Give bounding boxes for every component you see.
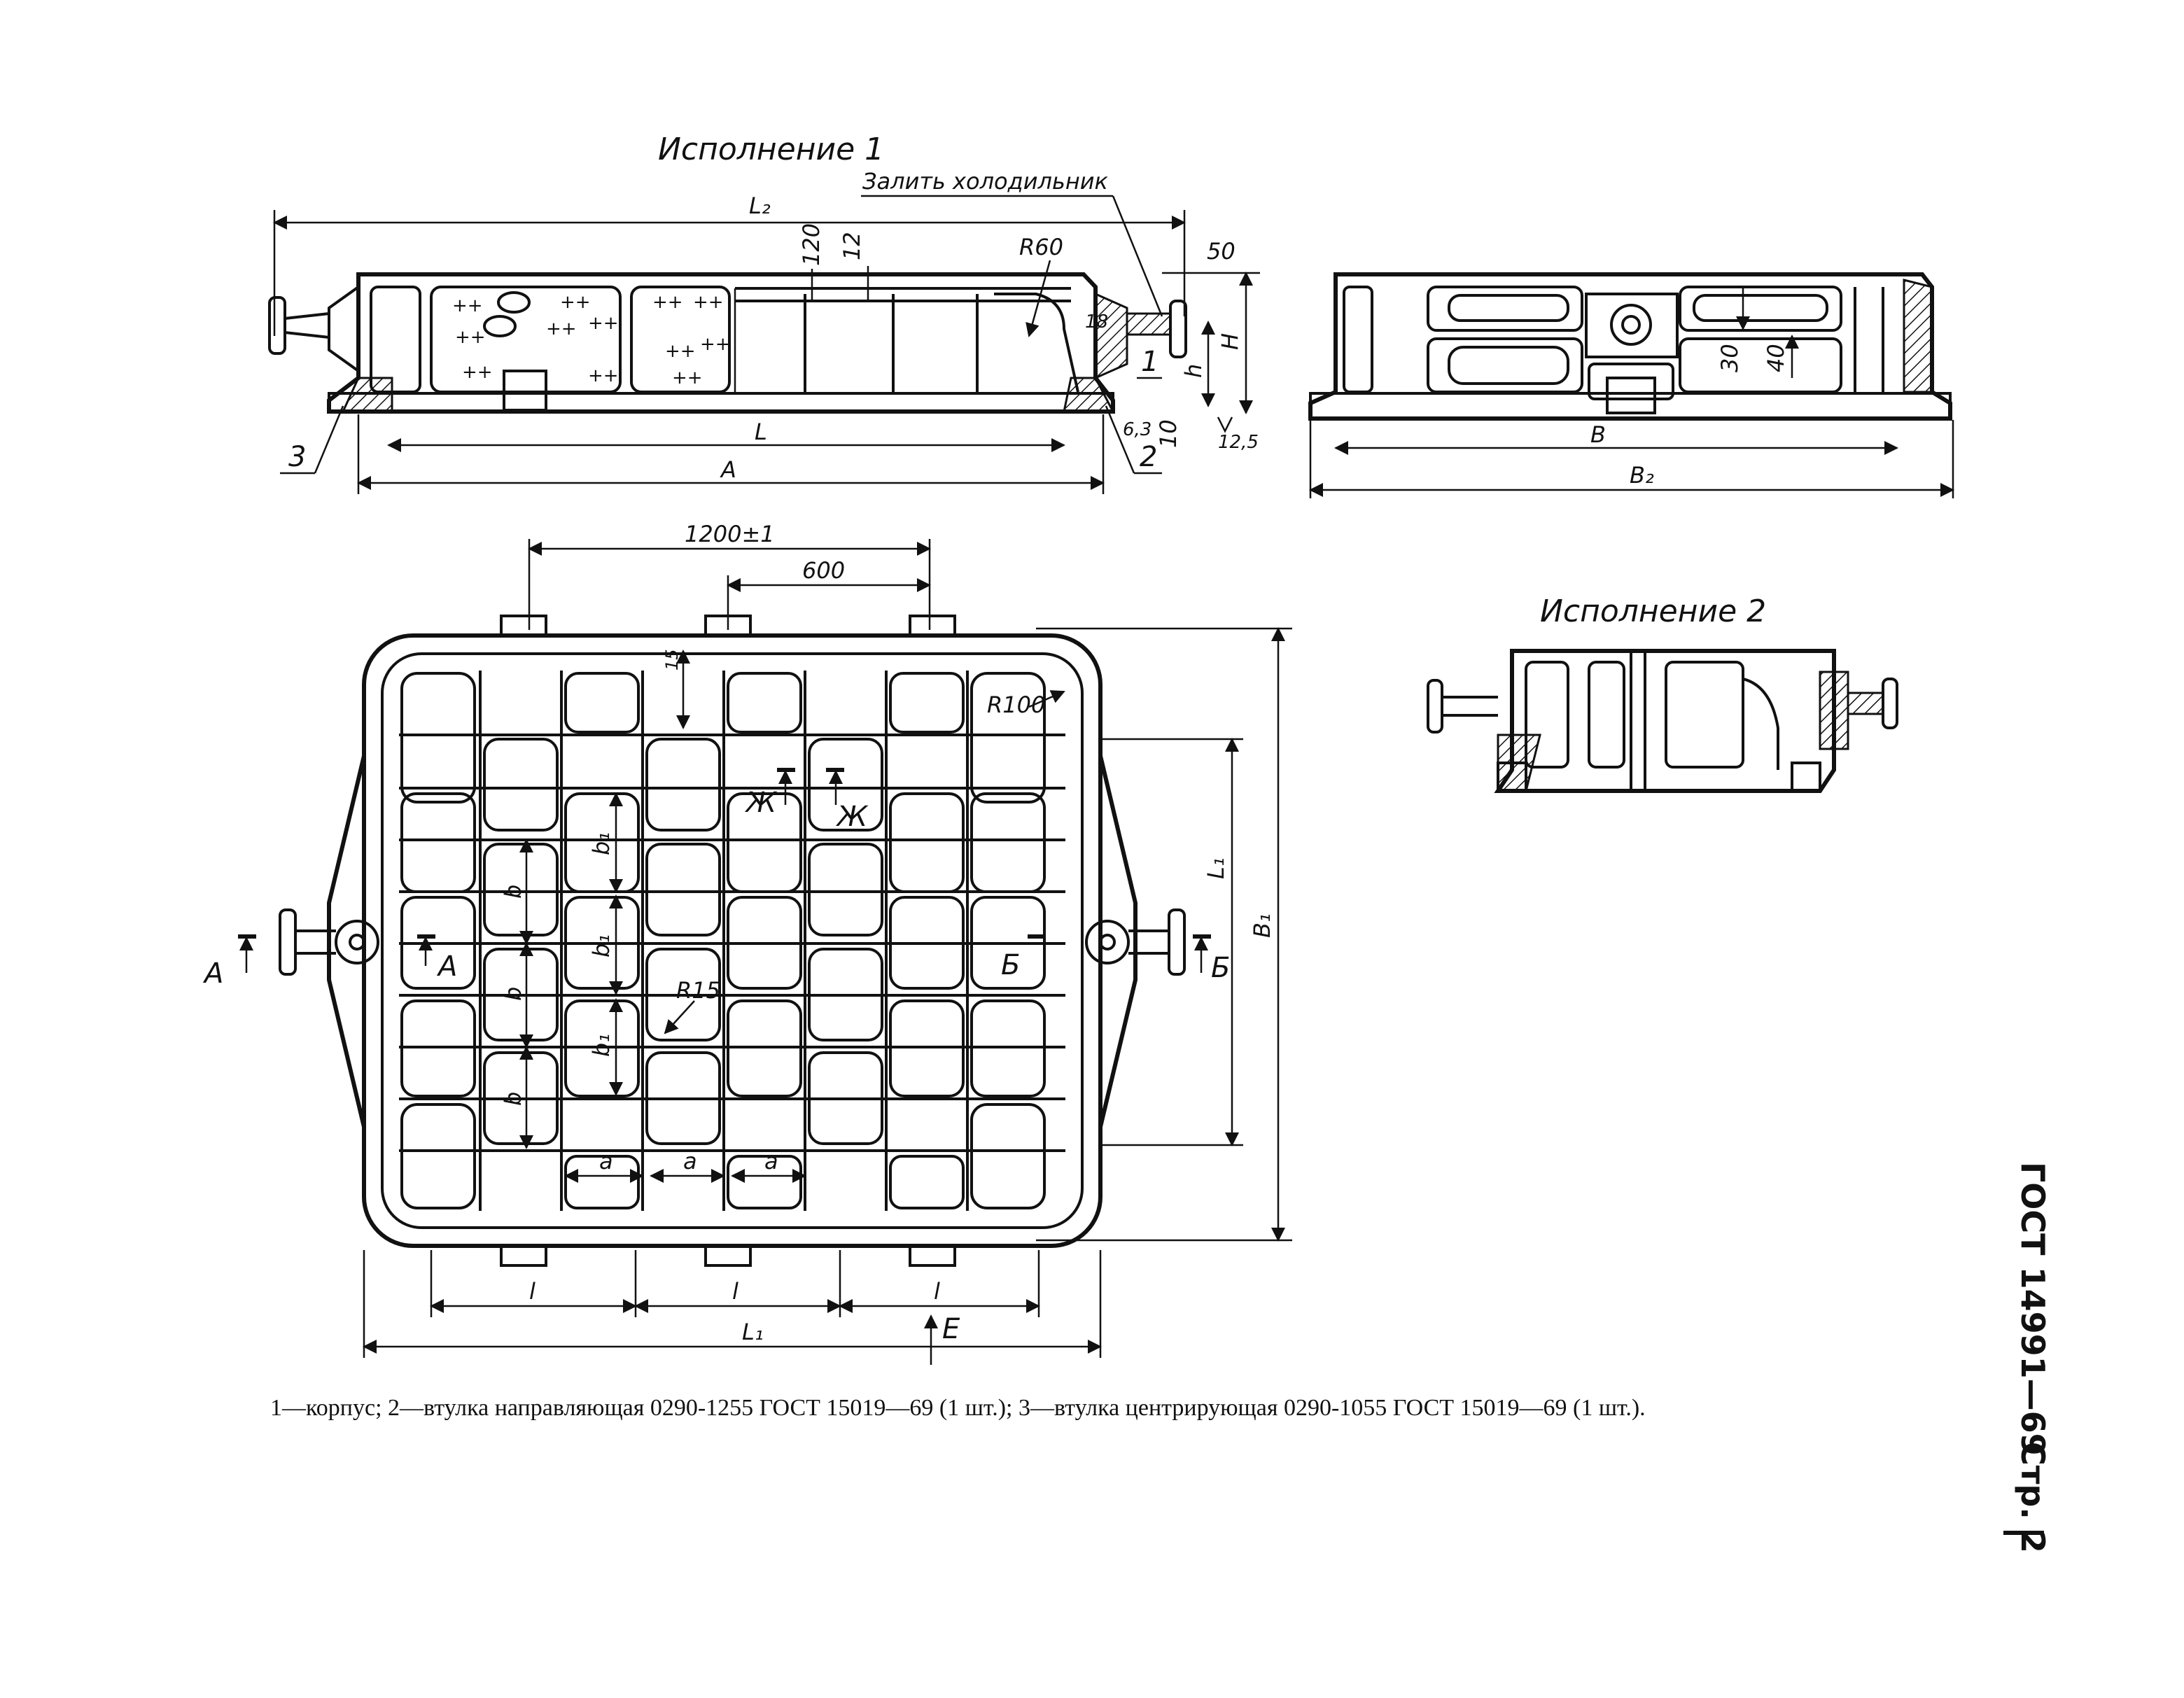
dim-H: H [1217, 333, 1243, 350]
dim-40: 40 [1763, 344, 1789, 372]
dim-10: 10 [1155, 419, 1182, 448]
dim-b-top: b [500, 885, 526, 899]
dim-120: 120 [798, 223, 825, 266]
dim-30: 30 [1716, 344, 1743, 372]
section-A-right: A [436, 950, 457, 983]
dim-12: 12 [839, 232, 865, 260]
dim-15: 15 [662, 649, 682, 671]
section-E: Е [942, 1313, 960, 1345]
dim-b1-bottom: b₁ [588, 1034, 615, 1057]
dim-a-3: a [764, 1148, 778, 1174]
dim-b1-mid: b₁ [588, 934, 615, 957]
dim-1200: 1200±1 [685, 521, 775, 547]
dim-a-1: a [599, 1148, 613, 1174]
svg-text:++: ++ [455, 327, 486, 348]
dim-L1-bottom: L₁ [742, 1319, 764, 1345]
dim-B: B [1590, 421, 1606, 448]
callout-2: 2 [1140, 441, 1157, 473]
dim-A: A [720, 456, 736, 483]
standard-sidebar: ГОСТ 14991—69 Стр. 2 [2003, 1162, 2052, 1553]
dim-B2: B₂ [1630, 462, 1654, 489]
dim-12-5: 12,5 [1218, 432, 1259, 453]
dim-L: L [755, 419, 767, 445]
svg-text:++: ++ [652, 292, 683, 313]
dim-b-bottom: b [500, 1092, 526, 1106]
dim-6-3: 6,3 [1123, 419, 1152, 440]
svg-text:++: ++ [693, 292, 724, 313]
front-view-variant-1: Исполнение 1 Залить холодильник L₂ [268, 132, 1260, 494]
dim-L1-right: L₁ [1203, 857, 1229, 879]
dim-l-3: l [934, 1278, 940, 1305]
svg-text:++: ++ [588, 313, 619, 334]
dim-50: 50 [1207, 238, 1236, 265]
svg-text:++: ++ [700, 334, 731, 355]
callout-3: 3 [288, 441, 306, 473]
parts-caption: 1—корпус; 2—втулка направляющая 0290-125… [270, 1395, 1646, 1421]
svg-text:++: ++ [462, 362, 493, 383]
dim-18: 18 [1085, 311, 1108, 332]
dim-l-2: l [732, 1278, 738, 1305]
variant-1-title: Исполнение 1 [658, 132, 884, 167]
svg-text:++: ++ [546, 318, 577, 339]
dim-h: h [1180, 364, 1207, 378]
svg-text:++: ++ [672, 367, 703, 388]
section-B-right: Б [1211, 952, 1230, 984]
dim-R15: R15 [676, 977, 720, 1004]
side-view: 30 40 B B₂ [1308, 272, 1954, 498]
svg-text:++: ++ [665, 341, 696, 362]
section-Zh-right: Ж [835, 801, 869, 833]
dim-600: 600 [802, 557, 845, 584]
dim-a-2: a [683, 1148, 697, 1174]
plan-view: 1200±1 600 [202, 521, 1292, 1365]
pour-note: Залить холодильник [862, 168, 1109, 195]
dim-B1: B₁ [1249, 913, 1275, 938]
section-A-left: A [202, 957, 223, 990]
svg-text:++: ++ [560, 292, 591, 313]
dim-R100: R100 [987, 692, 1045, 718]
sidebar-standard: ГОСТ 14991—69 [2014, 1162, 2052, 1456]
dim-l-1: l [529, 1278, 536, 1305]
svg-text:++: ++ [452, 295, 483, 316]
section-B-left: Б [1001, 949, 1020, 981]
detail-view-variant-2: Исполнение 2 [1427, 594, 1898, 793]
section-Zh-left: Ж [744, 787, 778, 819]
svg-text:++: ++ [588, 365, 619, 386]
dim-R60: R60 [1019, 234, 1063, 260]
variant-2-title: Исполнение 2 [1540, 594, 1766, 629]
dim-b-mid: b [500, 987, 526, 1001]
callout-1: 1 [1141, 346, 1158, 378]
sidebar-page: Стр. 2 [2014, 1442, 2052, 1553]
dim-L2: L₂ [749, 192, 771, 219]
dim-b1-top: b₁ [588, 832, 615, 855]
